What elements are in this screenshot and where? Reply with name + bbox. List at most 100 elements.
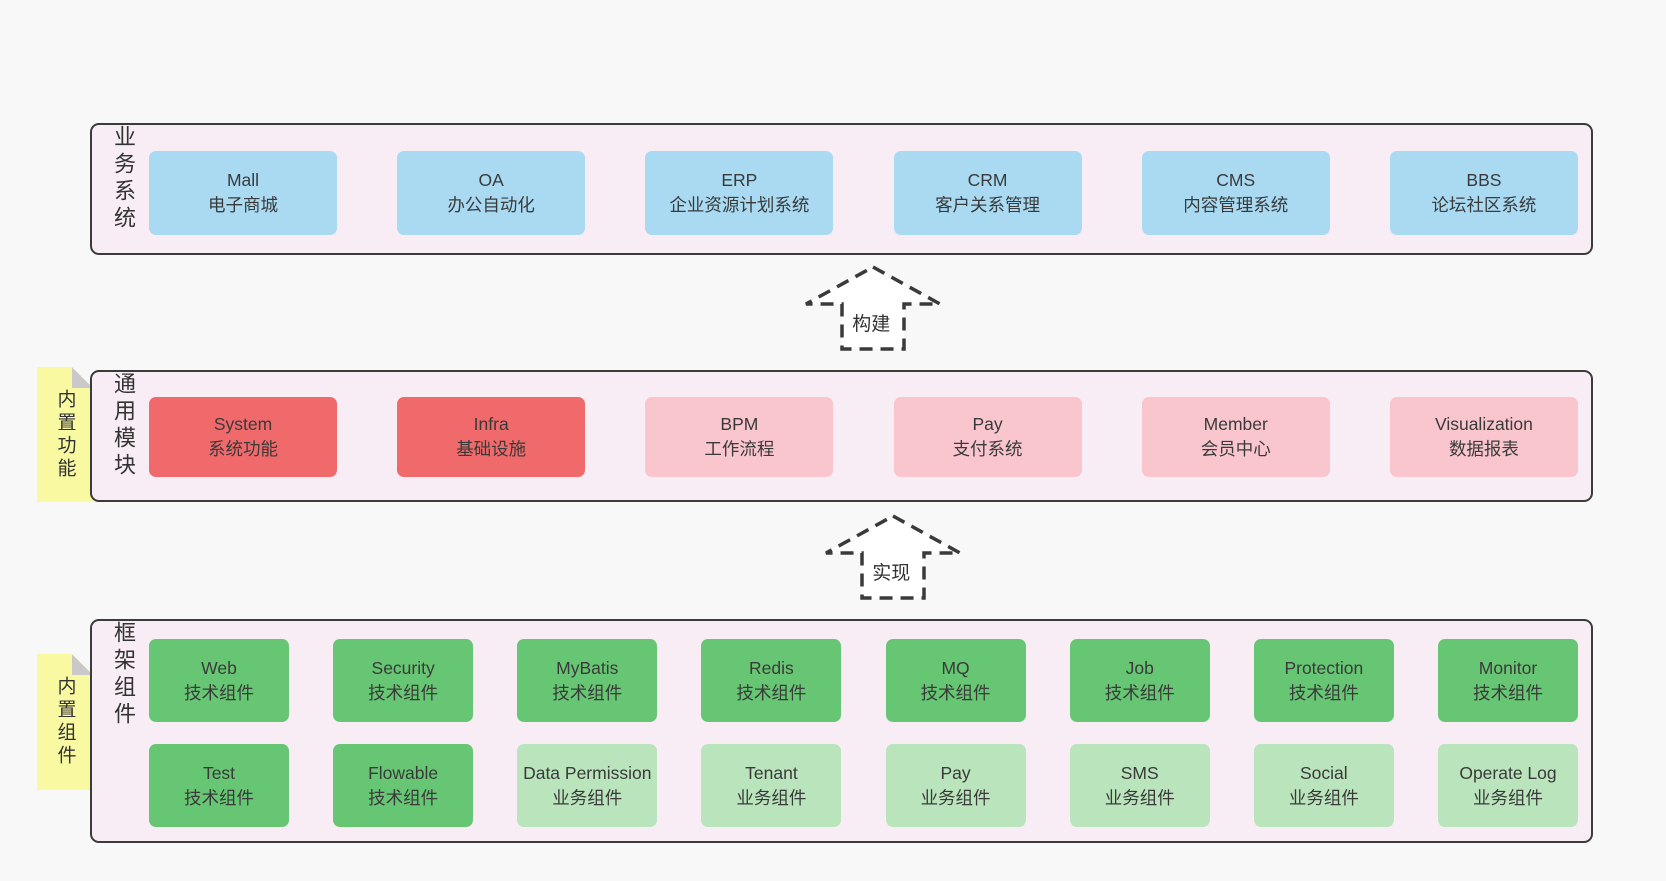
module-subtitle: 技术组件 [1288,682,1359,703]
module-box-job: Job 技术组件 [1069,639,1210,722]
module-box-operate-log: Operate Log 业务组件 [1437,744,1578,827]
module-name: Protection [1284,657,1364,678]
module-subtitle: 业务组件 [920,787,991,808]
module-name: Operate Log [1459,762,1557,783]
module-box-pay: Pay 业务组件 [885,744,1026,827]
module-subtitle: 技术组件 [736,682,807,703]
module-subtitle: 办公自动化 [447,195,535,215]
module-name: SMS [1120,762,1159,783]
module-name: MQ [941,657,970,678]
module-name: System [213,414,273,434]
module-box-member: Member 会员中心 [1141,397,1330,477]
module-subtitle: 技术组件 [920,682,991,703]
module-name: Infra [473,414,509,434]
module-subtitle: 基础设施 [456,439,527,459]
module-box-bbs: BBS 论坛社区系统 [1389,151,1578,235]
modules-row: System 系统功能 Infra 基础设施 BPM 工作流程 Pay 支付系统 Member 会… [149,397,1578,477]
module-name: Tenant [745,762,798,783]
module-name: Security [371,657,435,678]
module-box-erp: ERP 企业资源计划系统 [645,151,834,235]
module-name: Visualization [1434,414,1533,434]
arrow-label: 实现 [869,558,914,585]
module-name: Redis [749,657,794,678]
module-subtitle: 技术组件 [552,682,623,703]
module-box-infra: Infra 基础设施 [397,397,586,477]
module-name: BBS [1466,170,1502,190]
module-name: Data Permission [523,762,652,783]
module-subtitle: 业务组件 [1288,787,1359,808]
module-subtitle: 系统功能 [208,439,278,459]
module-name: OA [478,170,504,190]
folded-corner-icon [72,367,93,388]
module-box-sms: SMS 业务组件 [1069,744,1210,827]
module-box-flowable: Flowable 技术组件 [333,744,474,827]
module-box-social: Social 业务组件 [1253,744,1394,827]
section-common-modules: 通用模块 System 系统功能 Infra 基础设施 BPM 工作流程 Pay 支付系统 Me… [90,370,1593,502]
module-name: Pay [972,414,1003,434]
module-subtitle: 支付系统 [952,439,1023,459]
module-name: Monitor [1478,657,1538,678]
module-name: BPM [720,414,759,434]
module-box-security: Security 技术组件 [333,639,474,722]
module-box-pay: Pay 支付系统 [893,397,1082,477]
arrow-implement: 实现 [822,512,964,602]
module-subtitle: 技术组件 [184,682,254,703]
module-subtitle: 会员中心 [1200,439,1271,459]
module-box-oa: OA 办公自动化 [397,151,586,235]
module-name: Social [1300,762,1348,783]
sticky-tag-label: 内置功能 [54,388,76,481]
module-subtitle: 电子商城 [208,195,278,215]
module-box-mq: MQ 技术组件 [885,639,1026,722]
module-box-redis: Redis 技术组件 [701,639,842,722]
module-box-cms: CMS 内容管理系统 [1141,151,1330,235]
module-subtitle: 业务组件 [1472,787,1543,808]
module-name: Flowable [368,762,439,783]
module-box-data-permission: Data Permission 业务组件 [517,744,658,827]
module-box-tenant: Tenant 业务组件 [701,744,842,827]
section-label: 通用模块 [111,372,136,480]
module-name: ERP [721,170,758,190]
module-subtitle: 技术组件 [1472,682,1543,703]
section-label: 业务系统 [111,125,136,233]
module-box-mybatis: MyBatis 技术组件 [517,639,658,722]
module-box-mall: Mall 电子商城 [149,151,337,235]
arrow-label: 构建 [849,309,894,336]
sticky-tag-label: 内置组件 [54,676,76,768]
up-arrow-icon [825,514,961,600]
module-subtitle: 内容管理系统 [1183,195,1289,215]
module-name: Pay [940,762,971,783]
module-subtitle: 论坛社区系统 [1431,195,1537,215]
module-subtitle: 客户关系管理 [935,195,1041,215]
module-subtitle: 业务组件 [1104,787,1175,808]
module-subtitle: 业务组件 [736,787,807,808]
sticky-tag-builtin-features: 内置功能 [37,367,93,502]
module-name: Job [1125,657,1154,678]
module-subtitle: 技术组件 [1104,682,1175,703]
module-subtitle: 业务组件 [552,787,623,808]
module-subtitle: 技术组件 [184,787,254,808]
folded-corner-icon [72,654,93,675]
module-name: Member [1203,414,1268,434]
arrow-build: 构建 [802,263,944,353]
module-subtitle: 技术组件 [368,787,439,808]
module-name: CMS [1216,170,1256,190]
module-box-bpm: BPM 工作流程 [645,397,834,477]
module-box-monitor: Monitor 技术组件 [1437,639,1578,722]
module-name: MyBatis [556,657,619,678]
section-label: 框架组件 [111,621,136,729]
module-name: Test [202,762,236,783]
module-subtitle: 工作流程 [704,439,775,459]
module-subtitle: 企业资源计划系统 [669,195,810,215]
module-box-test: Test 技术组件 [149,744,289,827]
module-name: Mall [226,170,260,190]
module-subtitle: 技术组件 [368,682,439,703]
up-arrow-icon [805,265,941,351]
